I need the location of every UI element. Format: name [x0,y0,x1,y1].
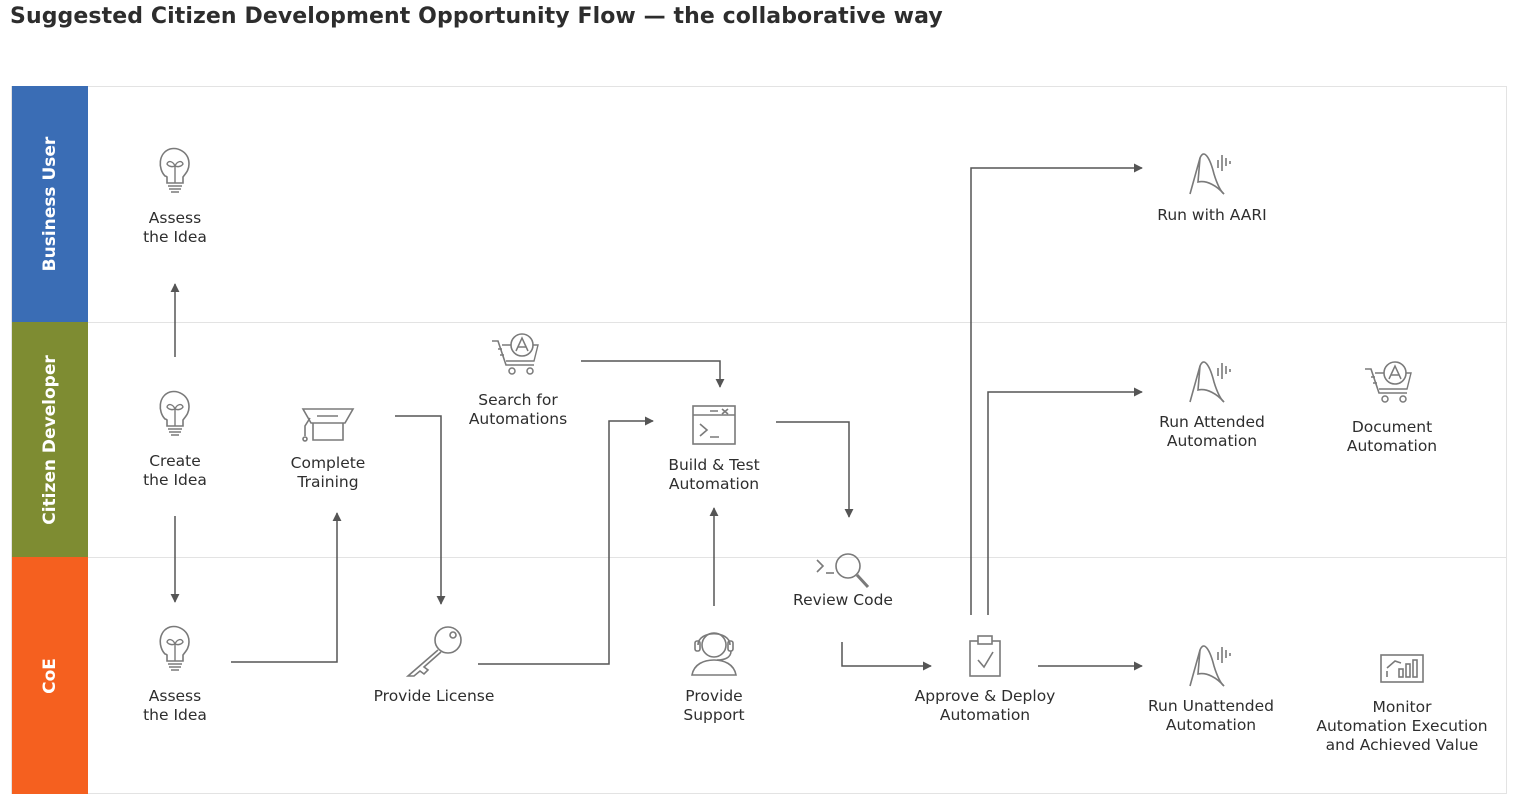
node-run-attended: Run Attended Automation [1159,413,1265,451]
node-run-unattended-line2: Automation [1165,716,1257,734]
arrow-coe-assess-to-training [231,512,342,663]
arrow-search-to-build [581,360,725,388]
headset-icon [691,632,737,676]
lightbulb-icon [159,625,190,671]
node-complete-training-line1: Complete [290,454,366,472]
node-document-automation: Document Automation [1347,418,1437,456]
node-run-with-aari: Run with AARI [1157,206,1266,225]
lane-business-user: Business User [12,86,88,322]
node-monitor-line1: Monitor [1372,698,1432,716]
node-coe-assess-line1: Assess [148,687,202,705]
terminal-window-icon [692,405,736,445]
node-approve-deploy: Approve & Deploy Automation [915,687,1056,725]
lane-divider [88,557,1506,558]
node-build-test-line1: Build & Test [668,456,760,474]
arrow-training-to-license [395,415,446,605]
node-bu-assess-line2: the Idea [143,228,207,246]
graduation-cap-icon [301,408,355,442]
node-run-with-aari-line1: Run with AARI [1157,206,1267,224]
node-search-automations: Search for Automations [469,391,567,429]
node-run-unattended: Run Unattended Automation [1148,697,1274,735]
node-monitor-line2: Automation Execution [1316,717,1488,735]
arrow-approve-to-attended [987,387,1143,615]
page-title: Suggested Citizen Development Opportunit… [10,4,943,29]
node-complete-training: Complete Training [291,454,366,492]
node-complete-training-line2: Training [297,473,359,491]
node-create-idea-line1: Create [149,452,201,470]
aari-icon [1189,361,1231,403]
node-provide-support: Provide Support [683,687,744,725]
aari-icon [1189,645,1231,687]
aari-icon [1189,153,1231,195]
node-approve-deploy-line1: Approve & Deploy [914,687,1056,705]
node-bu-assess: Assess the Idea [143,209,207,247]
node-search-automations-line2: Automations [468,410,568,428]
node-provide-support-line2: Support [683,706,745,724]
node-monitor: Monitor Automation Execution and Achieve… [1316,698,1487,755]
node-build-test-line2: Automation [668,475,760,493]
node-build-test: Build & Test Automation [668,456,759,494]
magnifier-icon [816,553,870,589]
clipboard-check-icon [969,635,1001,677]
cart-icon [1364,361,1412,403]
node-review-code-line1: Review Code [793,591,893,609]
node-provide-support-line1: Provide [685,687,743,705]
node-run-unattended-line1: Run Unattended [1147,697,1275,715]
node-document-automation-line2: Automation [1346,437,1438,455]
arrow-license-to-build [478,416,654,665]
node-run-attended-line2: Automation [1166,432,1258,450]
node-create-idea: Create the Idea [143,452,207,490]
lane-citizen-developer: Citizen Developer [12,322,88,557]
lane-coe: CoE [12,557,88,794]
node-run-attended-line1: Run Attended [1159,413,1265,431]
swimlane-frame [11,86,1507,794]
key-icon [405,626,462,677]
node-coe-assess: Assess the Idea [143,687,207,725]
node-document-automation-line1: Document [1351,418,1433,436]
node-approve-deploy-line2: Automation [939,706,1031,724]
node-search-automations-line1: Search for [478,391,558,409]
node-coe-assess-line2: the Idea [143,706,207,724]
cart-icon [491,333,539,375]
node-review-code: Review Code [793,591,893,610]
node-bu-assess-line1: Assess [148,209,202,227]
lightbulb-icon [159,147,190,193]
node-provide-license-line1: Provide License [373,687,495,705]
bar-chart-icon [1380,654,1424,683]
arrow-approve-to-aari [970,163,1143,615]
lightbulb-icon [159,390,190,436]
node-provide-license: Provide License [374,687,495,706]
arrow-review-to-approve [841,642,932,671]
node-monitor-line3: and Achieved Value [1325,736,1479,754]
lane-divider [88,322,1506,323]
node-create-idea-line2: the Idea [143,471,207,489]
arrow-build-to-review [776,421,854,518]
